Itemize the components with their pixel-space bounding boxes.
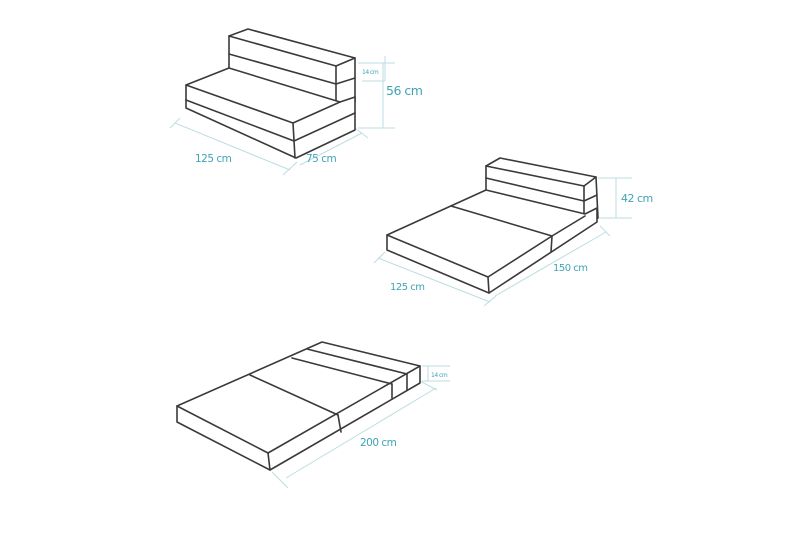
mattress-thickness-label: 14 cm	[431, 372, 448, 379]
flat-mattress-drawing	[176, 341, 450, 489]
chair-bed-width-label: 125 cm	[390, 282, 425, 293]
sofa-height-label: 56 cm	[386, 83, 423, 98]
mattress-length-label: 200 cm	[360, 437, 397, 449]
sofa-depth-label: 75 cm	[306, 153, 336, 165]
sofa-layer-label: 14 cm	[362, 69, 379, 76]
chair-bed-length-label: 150 cm	[553, 263, 588, 274]
chair-bed-height-label: 42 cm	[621, 192, 653, 205]
sofa-width-label: 125 cm	[195, 153, 232, 165]
chair-bed-drawing	[373, 157, 632, 307]
sofa-drawing	[169, 28, 395, 176]
